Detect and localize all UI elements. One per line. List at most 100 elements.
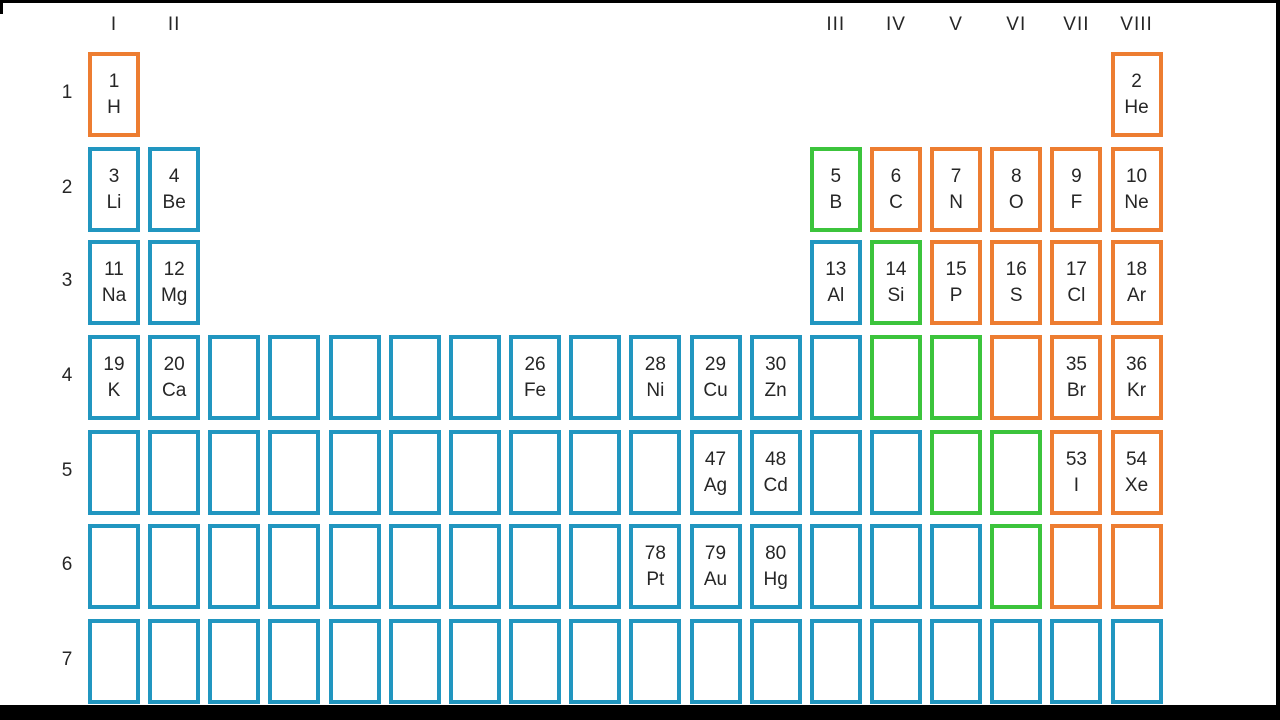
- element-cell: [448, 619, 501, 704]
- element-cell: [809, 524, 862, 609]
- element-cell: 14 Si: [869, 240, 922, 325]
- element-number: 10: [1125, 165, 1148, 187]
- group-header: VI: [1006, 14, 1027, 35]
- element-cell: 19 K: [88, 335, 140, 420]
- element-cell: [990, 619, 1043, 704]
- element-number: 53: [1065, 448, 1087, 470]
- element-cell: [448, 524, 501, 609]
- element-number: 36: [1125, 353, 1148, 375]
- element-number: 5: [830, 165, 842, 187]
- element-symbol: Br: [1066, 379, 1086, 401]
- element-cell: [448, 335, 501, 420]
- element-cell: [328, 335, 381, 420]
- element-cell: [749, 619, 802, 704]
- element-symbol: S: [1009, 284, 1023, 306]
- element-cell: 36 Kr: [1110, 335, 1163, 420]
- element-cell: [148, 619, 201, 704]
- element-cell: [869, 430, 922, 515]
- element-number: 78: [644, 542, 666, 564]
- element-cell: [689, 619, 742, 704]
- element-number: 79: [704, 542, 727, 564]
- element-number: 6: [890, 165, 902, 187]
- group-header: III: [826, 14, 846, 35]
- element-number: 7: [950, 165, 962, 187]
- element-cell: 18 Ar: [1110, 240, 1163, 325]
- element-cell: [388, 430, 441, 515]
- element-cell: [569, 335, 622, 420]
- element-cell: [208, 430, 261, 515]
- element-number: 4: [168, 165, 180, 187]
- period-label: 6: [61, 554, 73, 575]
- element-number: 9: [1071, 165, 1082, 187]
- element-cell: [388, 619, 441, 704]
- element-cell: 80 Hg: [749, 524, 802, 609]
- element-cell: [268, 619, 321, 704]
- element-symbol: F: [1070, 191, 1083, 213]
- element-cell: 28 Ni: [629, 335, 682, 420]
- element-cell: [990, 524, 1043, 609]
- element-cell: [809, 335, 862, 420]
- element-cell: [1050, 524, 1103, 609]
- element-symbol: B: [829, 191, 843, 213]
- element-cell: 4 Be: [148, 147, 201, 232]
- element-symbol: C: [889, 191, 903, 213]
- frame-bar-top: [0, 0, 1280, 3]
- frame-bar-bottom: [0, 705, 1280, 720]
- element-cell: [208, 619, 261, 704]
- element-cell: [869, 335, 922, 420]
- element-symbol: Kr: [1127, 379, 1147, 401]
- element-symbol: Ne: [1124, 191, 1149, 213]
- element-number: 13: [825, 258, 847, 280]
- element-cell: [569, 524, 622, 609]
- element-symbol: Mg: [160, 284, 188, 306]
- element-number: 18: [1125, 258, 1148, 280]
- element-cell: 16 S: [990, 240, 1043, 325]
- element-cell: [869, 524, 922, 609]
- element-symbol: He: [1124, 96, 1149, 118]
- element-cell: 1 H: [88, 52, 140, 137]
- element-symbol: Na: [101, 284, 127, 306]
- element-cell: 26 Fe: [509, 335, 562, 420]
- element-number: 17: [1065, 258, 1087, 280]
- element-symbol: Hg: [763, 568, 788, 590]
- element-number: 35: [1065, 353, 1087, 375]
- element-cell: 9 F: [1050, 147, 1103, 232]
- period-label: 5: [61, 460, 73, 481]
- element-cell: 13 Al: [809, 240, 862, 325]
- element-number: 30: [765, 353, 787, 375]
- element-cell: [388, 335, 441, 420]
- element-cell: 79 Au: [689, 524, 742, 609]
- element-symbol: N: [949, 191, 963, 213]
- element-cell: [268, 335, 321, 420]
- element-cell: [88, 524, 140, 609]
- element-number: 3: [108, 165, 120, 187]
- element-cell: [268, 430, 321, 515]
- element-cell: 7 N: [930, 147, 983, 232]
- element-cell: 53 I: [1050, 430, 1103, 515]
- element-cell: [930, 524, 983, 609]
- element-cell: [869, 619, 922, 704]
- element-cell: [930, 619, 983, 704]
- element-symbol: Cd: [763, 474, 788, 496]
- element-symbol: Ag: [703, 474, 728, 496]
- period-label: 3: [61, 270, 73, 291]
- element-number: 1: [108, 70, 120, 92]
- element-cell: [208, 524, 261, 609]
- element-cell: [569, 430, 622, 515]
- period-label: 4: [61, 365, 73, 386]
- element-cell: 17 Cl: [1050, 240, 1103, 325]
- element-cell: [88, 430, 140, 515]
- element-cell: [328, 619, 381, 704]
- element-cell: [328, 430, 381, 515]
- element-cell: [1110, 619, 1163, 704]
- element-cell: 3 Li: [88, 147, 140, 232]
- element-cell: [1050, 619, 1103, 704]
- element-cell: [148, 524, 201, 609]
- period-label: 1: [61, 82, 73, 103]
- element-number: 48: [765, 448, 787, 470]
- element-cell: [448, 430, 501, 515]
- frame-bar-left-notch: [0, 0, 3, 14]
- group-header: V: [949, 14, 963, 35]
- element-cell: 47 Ag: [689, 430, 742, 515]
- element-number: 28: [644, 353, 666, 375]
